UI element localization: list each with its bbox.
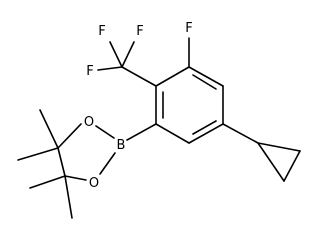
ring-bond [188,123,224,144]
ring-bond [155,66,190,87]
fluorine-atom-label: F [98,24,105,39]
fluorine-atom-label: F [136,24,143,39]
pinacol-boronate-group: B O O [17,109,157,219]
o-c-bond [57,123,82,149]
o-c-bond [64,175,87,181]
c-c-bond [57,147,66,177]
c-b-bond [126,123,157,141]
c-cyclopropyl-bond [222,123,259,144]
methyl-bond [39,109,59,149]
ring-bond [188,66,224,87]
cyclopropyl-bond [283,150,301,182]
trifluoromethyl-group: F F F [86,24,157,87]
ring-double-bond [192,120,217,135]
oxygen-atom-label: O [84,115,94,130]
cyclopropyl-bond [257,142,301,152]
b-o-bond [99,152,116,175]
c-cf3-bond [121,66,157,87]
fluorine-atom-label: F [86,64,93,79]
methyl-bond [64,175,73,219]
fluorine-atom-label: F [185,21,192,36]
oxygen-atom-label: O [89,176,99,191]
methyl-bond [29,175,66,189]
benzene-ring [155,66,224,144]
ring-bond [155,123,190,144]
cyclopropyl-group [222,123,301,182]
methyl-bond [17,147,59,161]
cf3-f-bond [109,41,123,68]
cyclopropyl-bond [257,142,285,182]
cf3-f-bond [97,66,123,71]
ring-double-bond [192,74,217,90]
cf3-f-bond [121,41,135,68]
boron-atom-label: B [117,138,126,153]
b-o-bond [95,125,115,139]
